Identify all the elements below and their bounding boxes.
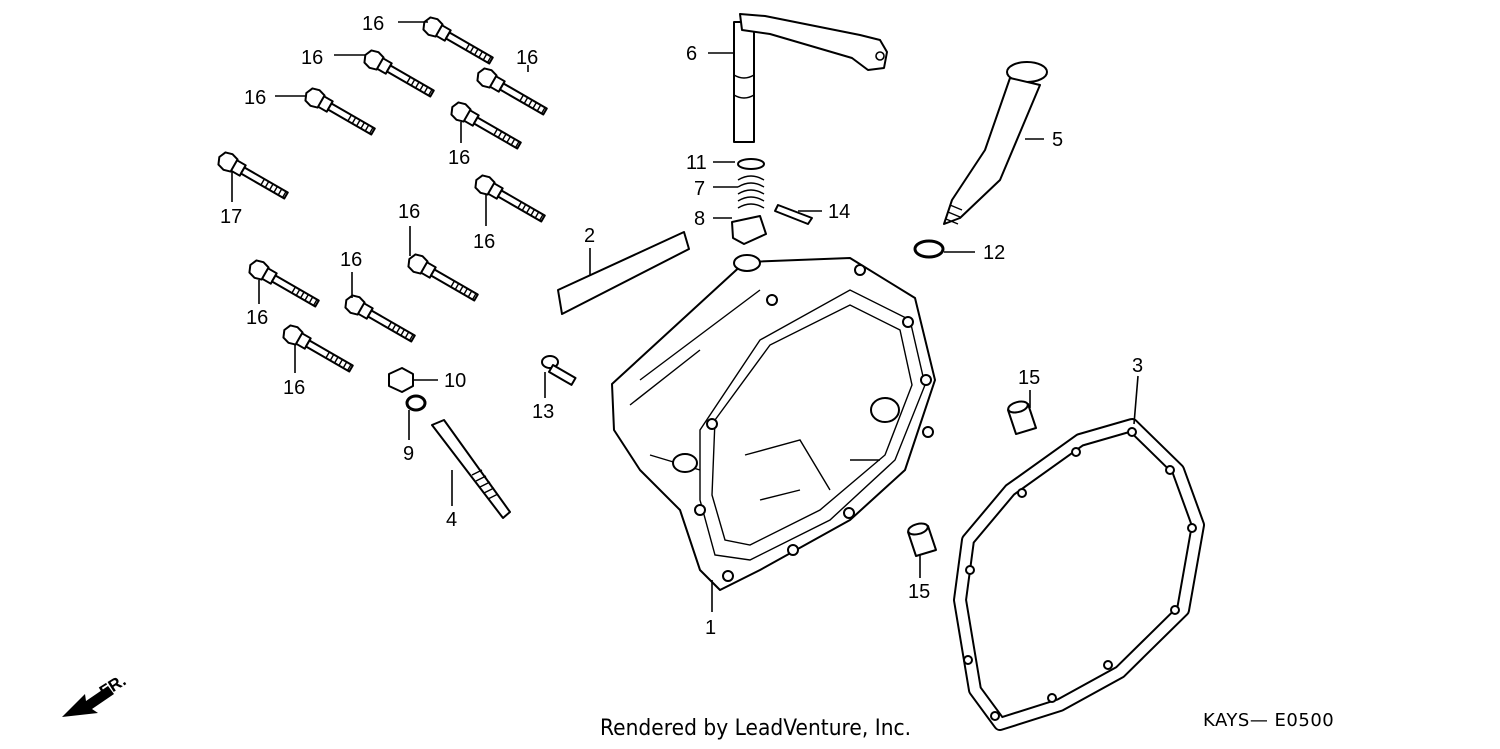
callout-12: 12 bbox=[983, 242, 1005, 264]
callout-11: 11 bbox=[686, 152, 707, 174]
callout-15: 15 bbox=[908, 581, 930, 603]
callout-6: 6 bbox=[686, 43, 697, 65]
cover-gasket bbox=[953, 418, 1205, 731]
callout-13: 13 bbox=[532, 401, 554, 423]
shaft-4 bbox=[431, 419, 511, 519]
callout-16: 16 bbox=[301, 47, 323, 69]
flange-bolt bbox=[470, 171, 549, 228]
flange-bolt bbox=[403, 250, 482, 307]
leader-lines bbox=[231, 21, 1139, 612]
callout-16: 16 bbox=[398, 201, 420, 223]
callout-16: 16 bbox=[244, 87, 266, 109]
dowel-pin bbox=[1007, 400, 1037, 435]
flange-bolt bbox=[300, 84, 379, 141]
flange-bolt bbox=[340, 291, 419, 348]
callout-1: 1 bbox=[705, 617, 716, 639]
flange-bolt bbox=[359, 46, 438, 103]
callout-16: 16 bbox=[340, 249, 362, 271]
flange-bolt bbox=[213, 148, 292, 205]
callout-9: 9 bbox=[403, 443, 414, 465]
spring-7 bbox=[737, 175, 765, 209]
nut-10 bbox=[388, 367, 414, 393]
front-direction-arrow-icon: FR. bbox=[62, 671, 129, 717]
ratchet-8 bbox=[731, 215, 767, 245]
callout-2: 2 bbox=[584, 225, 595, 247]
right-crankcase-cover bbox=[611, 254, 936, 591]
flange-bolt bbox=[244, 256, 323, 313]
callout-16: 16 bbox=[283, 377, 305, 399]
flange-bolt bbox=[278, 321, 357, 378]
seal-strip bbox=[557, 231, 690, 315]
pin-14 bbox=[774, 204, 813, 225]
callout-16: 16 bbox=[362, 13, 384, 35]
dowel-pin bbox=[907, 522, 937, 557]
diagram-code: KAYS— E0500 bbox=[1203, 710, 1335, 731]
flange-bolt bbox=[418, 13, 497, 70]
callout-14: 14 bbox=[828, 201, 850, 223]
washer-11 bbox=[737, 158, 765, 170]
bolt-13 bbox=[541, 355, 577, 386]
callout-4: 4 bbox=[446, 509, 457, 531]
callout-17: 17 bbox=[220, 206, 242, 228]
callout-16: 16 bbox=[246, 307, 268, 329]
callout-16: 16 bbox=[473, 231, 495, 253]
callout-8: 8 bbox=[694, 208, 705, 230]
callout-15: 15 bbox=[1018, 367, 1040, 389]
o-ring-12 bbox=[913, 239, 945, 259]
flange-bolt bbox=[472, 64, 551, 121]
washer-9 bbox=[405, 394, 427, 412]
oil-dipstick bbox=[943, 61, 1048, 225]
callout-5: 5 bbox=[1052, 129, 1063, 151]
callout-3: 3 bbox=[1132, 355, 1143, 377]
callout-7: 7 bbox=[694, 178, 705, 200]
callout-16: 16 bbox=[516, 47, 538, 69]
callout-10: 10 bbox=[444, 370, 466, 392]
kick-starter-shaft bbox=[733, 13, 888, 143]
footer-credit: Rendered by LeadVenture, Inc. bbox=[600, 716, 912, 741]
flange-bolt bbox=[446, 98, 525, 155]
callout-16: 16 bbox=[448, 147, 470, 169]
